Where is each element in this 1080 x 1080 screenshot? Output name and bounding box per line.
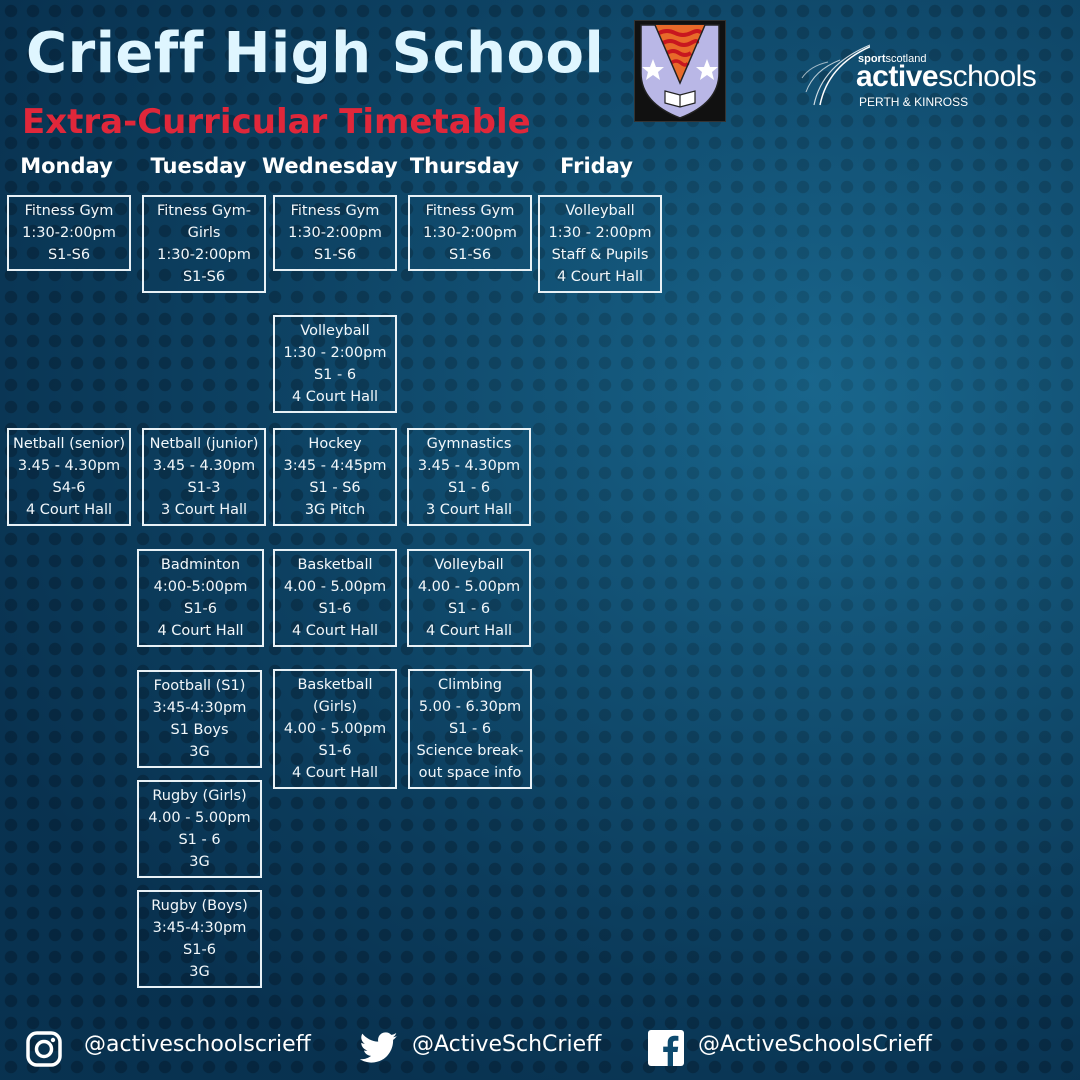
activity-card-friday-volleyball: Volleyball 1:30 - 2:00pm Staff & Pupils …	[538, 195, 662, 293]
facebook-icon[interactable]	[648, 1030, 684, 1066]
activity-card-tuesday-fitness-gym-girls: Fitness Gym- Girls 1:30-2:00pm S1-S6	[142, 195, 266, 293]
day-header-wednesday: Wednesday	[262, 154, 398, 178]
activity-card-thursday-volleyball: Volleyball 4.00 - 5.00pm S1 - 6 4 Court …	[407, 549, 531, 647]
activity-card-monday-netball: Netball (senior) 3.45 - 4.30pm S4-6 4 Co…	[7, 428, 131, 526]
school-crest-icon	[634, 20, 726, 122]
activity-card-wednesday-hockey: Hockey 3:45 - 4:45pm S1 - S6 3G Pitch	[273, 428, 397, 526]
activity-card-wednesday-fitness-gym: Fitness Gym 1:30-2:00pm S1-S6	[273, 195, 397, 271]
activity-card-thursday-gymnastics: Gymnastics 3.45 - 4.30pm S1 - 6 3 Court …	[407, 428, 531, 526]
twitter-icon[interactable]	[360, 1032, 398, 1064]
day-header-friday: Friday	[560, 154, 633, 178]
day-header-tuesday: Tuesday	[150, 154, 247, 178]
region-label: PERTH & KINROSS	[859, 95, 969, 109]
sportscotland-label: sportscotland	[858, 53, 927, 65]
twitter-handle[interactable]: @ActiveSchCrieff	[412, 1032, 602, 1057]
activity-card-tuesday-rugby-girls: Rugby (Girls) 4.00 - 5.00pm S1 - 6 3G	[137, 780, 262, 878]
activeschools-label: activeschools	[856, 60, 1037, 93]
activity-card-wednesday-basketball-girls: Basketball (Girls) 4.00 - 5.00pm S1-6 4 …	[273, 669, 397, 789]
activity-card-tuesday-netball: Netball (junior) 3.45 - 4.30pm S1-3 3 Co…	[142, 428, 266, 526]
activity-card-tuesday-rugby-boys: Rugby (Boys) 3:45-4:30pm S1-6 3G	[137, 890, 262, 988]
day-header-thursday: Thursday	[409, 154, 520, 178]
facebook-handle[interactable]: @ActiveSchoolsCrieff	[698, 1032, 932, 1057]
activity-card-thursday-climbing: Climbing 5.00 - 6.30pm S1 - 6 Science br…	[408, 669, 532, 789]
activity-card-monday-fitness-gym: Fitness Gym 1:30-2:00pm S1-S6	[7, 195, 131, 271]
activity-card-tuesday-football: Football (S1) 3:45-4:30pm S1 Boys 3G	[137, 670, 262, 768]
activity-card-tuesday-badminton: Badminton 4:00-5:00pm S1-6 4 Court Hall	[137, 549, 264, 647]
page-subtitle: Extra-Curricular Timetable	[22, 102, 531, 142]
activity-card-wednesday-basketball: Basketball 4.00 - 5.00pm S1-6 4 Court Ha…	[273, 549, 397, 647]
page-title: Crieff High School	[26, 21, 605, 86]
active-schools-swoosh-icon	[801, 44, 870, 106]
day-header-monday: Monday	[20, 154, 113, 178]
active-schools-logo: sportscotland activeschools PERTH & KINR…	[800, 30, 1045, 110]
social-footer: @activeschoolscrieff @ActiveSchCrieff @A…	[0, 1024, 1080, 1074]
instagram-icon[interactable]	[25, 1030, 63, 1068]
activity-card-wednesday-volleyball: Volleyball 1:30 - 2:00pm S1 - 6 4 Court …	[273, 315, 397, 413]
instagram-handle[interactable]: @activeschoolscrieff	[84, 1032, 311, 1057]
activity-card-thursday-fitness-gym: Fitness Gym 1:30-2:00pm S1-S6	[408, 195, 532, 271]
